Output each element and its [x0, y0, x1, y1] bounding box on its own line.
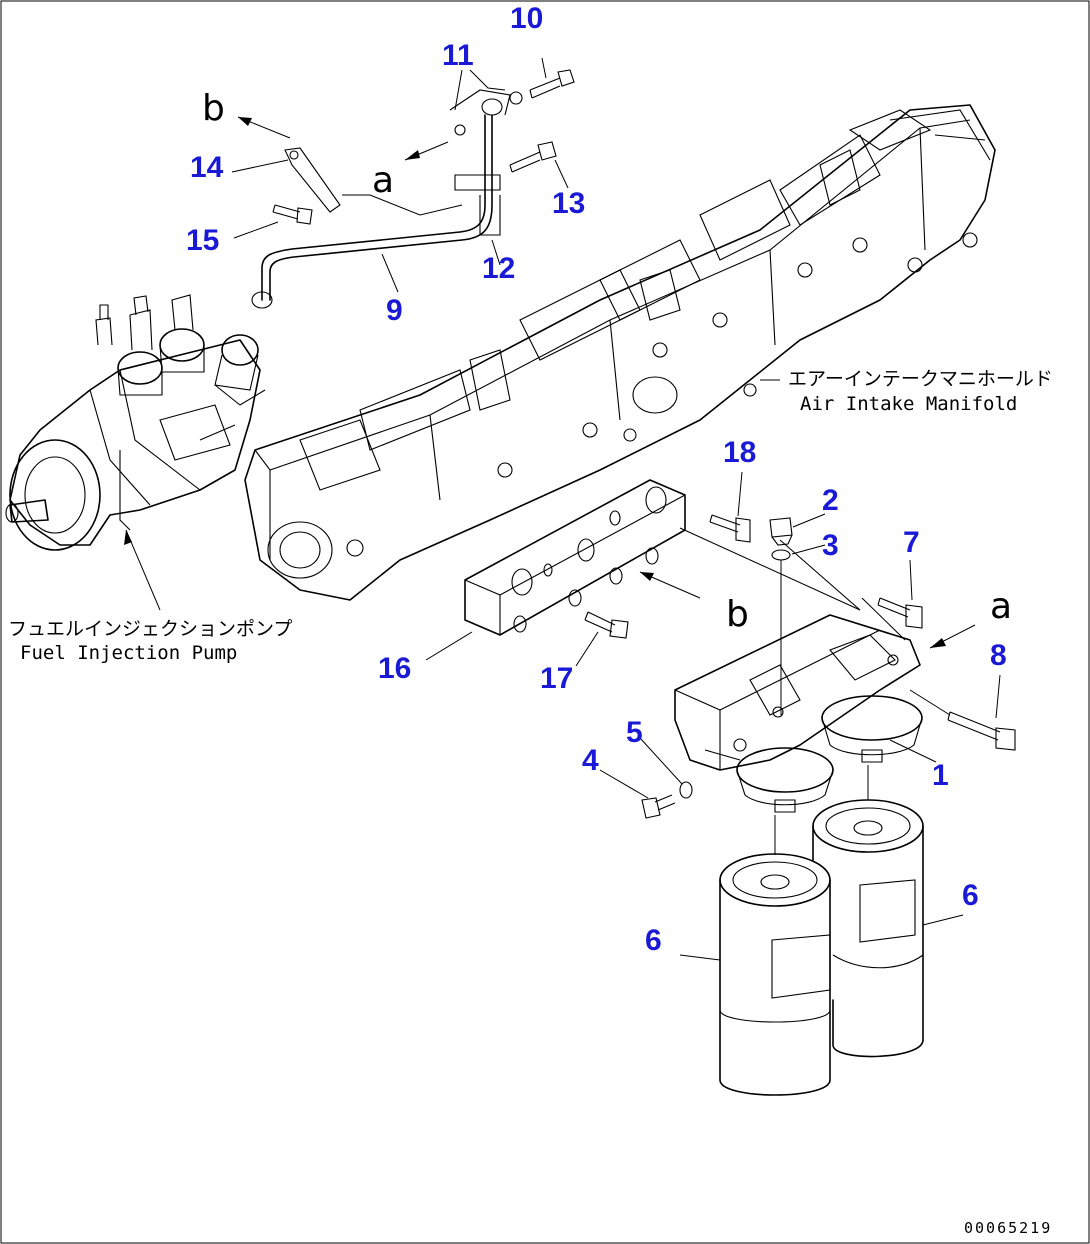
- callout-12: 12: [482, 252, 515, 285]
- pump-caption-en: Fuel Injection Pump: [20, 642, 237, 664]
- filter-head: [674, 539, 923, 813]
- filter-cartridge-front: [719, 815, 831, 1096]
- bracket-11: [449, 89, 511, 136]
- callout-13: 13: [552, 187, 585, 220]
- bracket-14: [284, 147, 341, 213]
- connection-markers: b a b a: [202, 88, 1012, 635]
- marker-b-top: b: [202, 88, 225, 129]
- connection-arrows: [237, 116, 976, 649]
- callout-7: 7: [903, 526, 920, 559]
- bolt-10: [509, 69, 575, 105]
- plug-2: [769, 517, 793, 546]
- captions: エアーインテークマニホールド Air Intake Manifold フュエルイ…: [8, 368, 1053, 1237]
- callout-6-front: 6: [645, 924, 662, 957]
- bolt-4: [641, 794, 676, 819]
- drawing-code: 00065219: [964, 1219, 1052, 1237]
- callout-4: 4: [582, 744, 599, 777]
- pump-caption-jp: フュエルインジェクションポンプ: [8, 618, 292, 640]
- callout-17: 17: [540, 662, 573, 695]
- callout-2: 2: [822, 484, 839, 517]
- washer-5: [679, 781, 693, 799]
- leader-lines: [124, 57, 1001, 961]
- bolt-8: [909, 689, 1016, 751]
- callout-15: 15: [186, 224, 219, 257]
- bolt-17: [584, 611, 629, 639]
- bolt-13: [509, 141, 557, 173]
- air-intake-manifold: [244, 104, 996, 601]
- callout-labels: 1 2 3 4 5 6 6 7 8 9 10 11 12 13 14 15 16…: [186, 2, 1007, 957]
- washer-3: [771, 549, 791, 715]
- callout-6-rear: 6: [962, 879, 979, 912]
- callout-5: 5: [626, 716, 643, 749]
- callout-16: 16: [378, 652, 411, 685]
- marker-a-head: a: [990, 586, 1012, 627]
- callout-18: 18: [723, 436, 756, 469]
- bolt-7: [877, 597, 923, 629]
- callout-8: 8: [990, 639, 1007, 672]
- marker-b-plate: b: [726, 594, 749, 635]
- callout-14: 14: [190, 151, 224, 184]
- fuel-injection-pump: [5, 294, 266, 551]
- manifold-caption-en: Air Intake Manifold: [800, 393, 1017, 415]
- manifold-caption-jp: エアーインテークマニホールド: [788, 368, 1053, 390]
- callout-1: 1: [932, 759, 949, 792]
- bolt-15: [272, 204, 313, 225]
- filter-cartridge-rear: [812, 765, 924, 1058]
- marker-a-top: a: [372, 160, 394, 201]
- callout-10: 10: [510, 2, 543, 35]
- bolt-18: [709, 514, 751, 543]
- callout-11: 11: [442, 39, 474, 72]
- fuel-pipe: [251, 98, 503, 309]
- callout-9: 9: [386, 294, 403, 327]
- callout-3: 3: [822, 529, 839, 562]
